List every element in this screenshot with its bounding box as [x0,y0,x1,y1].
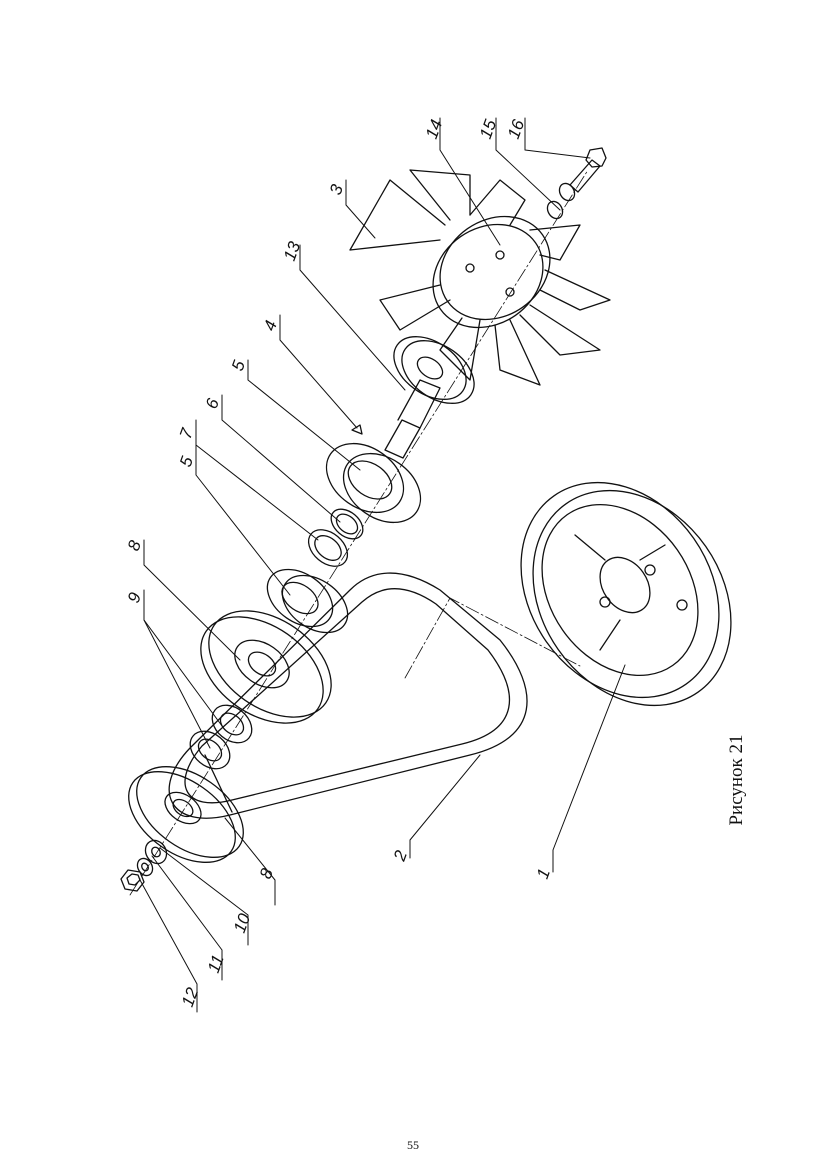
leader-lines [139,117,626,1013]
callout-8-lower: 8 [256,865,277,881]
callout-6: 6 [202,395,223,411]
washers-part [136,839,168,877]
spacer-rings-part [189,704,253,770]
callout-5-upper: 5 [228,357,249,373]
bearing-part-upper [325,442,422,524]
callout-15: 15 [476,117,501,142]
bolt-part [546,147,607,220]
callout-labels: 1 2 3 4 5 5 6 7 8 8 9 10 11 12 13 14 15 … [124,117,554,1010]
callout-10: 10 [230,911,255,936]
figure-caption: Рисунок 21 [726,734,747,826]
pulley-disk-left [128,766,244,863]
callout-12: 12 [178,985,203,1010]
callout-5-lower: 5 [176,453,197,469]
belt-pulley-link-line [404,597,581,679]
callout-3: 3 [326,181,347,197]
v-belt-part [168,572,528,819]
callout-1: 1 [533,866,554,881]
drive-pulley-part [520,481,732,707]
callout-9: 9 [124,589,145,605]
callout-11: 11 [204,952,228,975]
fan-part [349,169,611,386]
callout-8-middle: 8 [124,537,145,553]
shaft-part [351,336,475,459]
key-part [351,424,363,435]
axis-centerline [129,169,589,896]
callout-13: 13 [280,239,305,264]
callout-2: 2 [390,847,412,864]
callout-14: 14 [422,117,446,141]
pulley-disk-middle [200,610,332,724]
callout-4: 4 [260,318,281,333]
page-number: 55 [407,1138,419,1152]
callout-7: 7 [176,425,197,441]
ring-washers-part [307,508,364,567]
